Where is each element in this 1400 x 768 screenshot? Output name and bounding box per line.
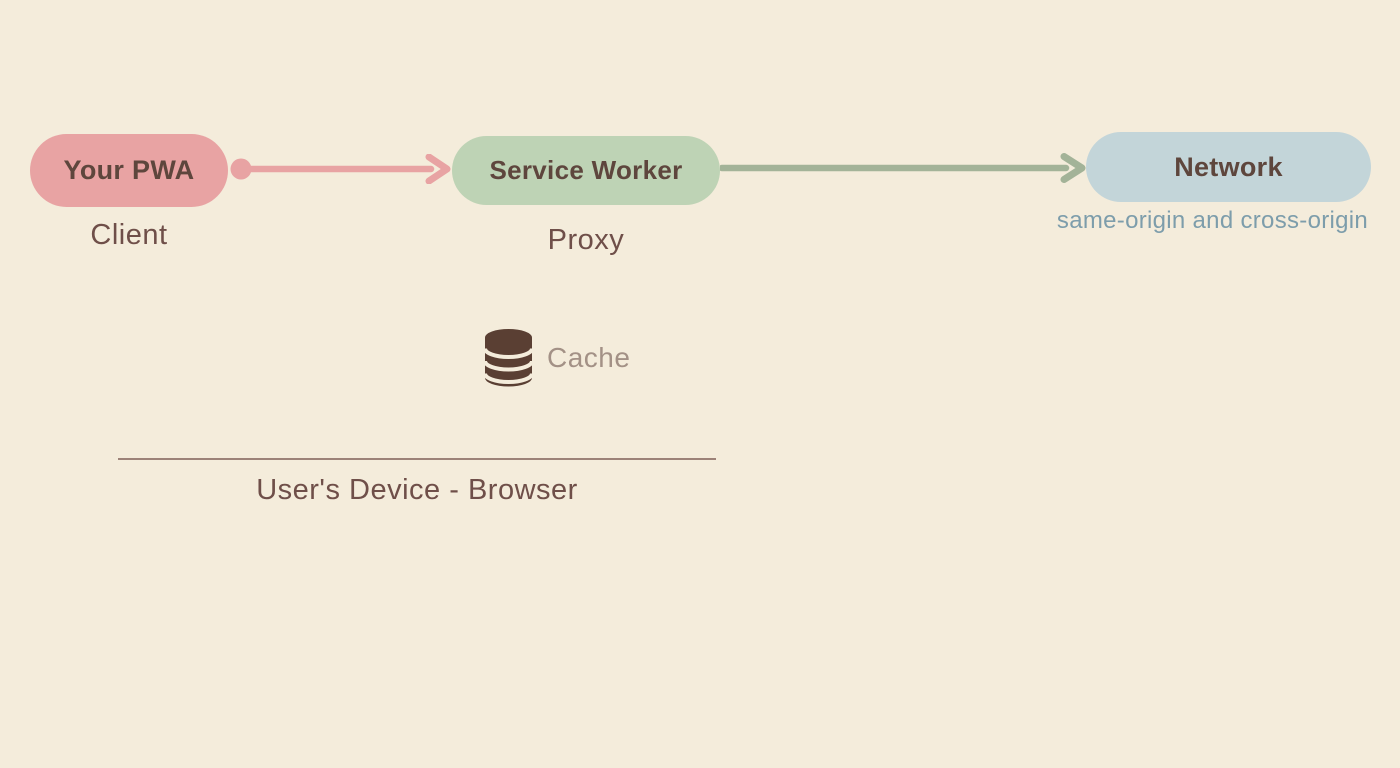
cache-label: Cache: [547, 342, 631, 373]
database-icon: [485, 329, 532, 387]
node-network-sublabel: same-origin and cross-origin: [1056, 207, 1369, 234]
node-service-worker-sublabel: Proxy: [547, 224, 625, 256]
arrow-pwa-to-service-worker: [230, 154, 451, 184]
device-boundary-line: [118, 458, 716, 460]
node-your-pwa: Your PWA: [30, 134, 228, 207]
arrowhead-icon: [425, 154, 451, 184]
node-service-worker-label: Service Worker: [489, 155, 683, 185]
node-network: Network: [1086, 132, 1371, 202]
node-service-worker: Service Worker: [452, 136, 720, 205]
device-boundary-label: User's Device - Browser: [256, 474, 578, 506]
node-your-pwa-sublabel: Client: [90, 219, 168, 251]
arrow-service-worker-to-network: [720, 153, 1086, 183]
arrowhead-icon: [1060, 153, 1086, 183]
node-your-pwa-label: Your PWA: [63, 155, 195, 185]
cache-node: Cache: [485, 329, 630, 387]
node-network-label: Network: [1174, 151, 1283, 182]
